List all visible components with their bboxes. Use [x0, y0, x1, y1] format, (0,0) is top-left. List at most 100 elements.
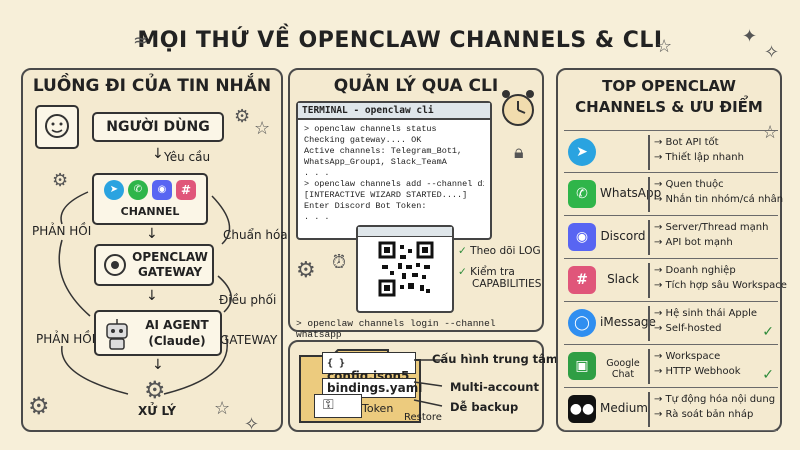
channel-row: # Slack → Doanh nghiệp→ Tích hợp sâu Works…: [564, 259, 787, 302]
row-divider: [648, 392, 650, 427]
user-avatar-icon: [35, 105, 79, 149]
star-icon: ✧: [764, 42, 780, 63]
message-flow-title: LUỒNG ĐI CỦA TIN NHẮN: [32, 76, 272, 96]
gear-icon: ⚙: [296, 258, 316, 283]
channel-advantages: → Server/Thread mạnh → API bot mạnh: [654, 220, 768, 250]
telegram-icon: ➤: [104, 180, 124, 200]
channel-row: ➤ → Bot API tốt → Thiết lập nhanh: [564, 130, 778, 173]
channel-row: ✆ WhatsApp→ Quen thuộc → Nhắn tin nhóm/cá …: [564, 173, 783, 216]
terminal-line: [INTERACTIVE WIZARD STARTED....]: [304, 190, 468, 200]
channel-advantages: → Tự động hóa nội dung→ Rà soát bản nháp: [654, 392, 775, 422]
advantage-item: → Tích hợp sâu Workspace: [654, 280, 787, 291]
terminal-window: TERMINAL - openclaw cli > openclaw chann…: [296, 101, 492, 240]
advantage-item: → HTTP Webhook: [654, 366, 741, 377]
alarm-clock-icon: [502, 90, 534, 126]
user-box: NGƯỜI DÙNG: [92, 112, 224, 142]
config-file: { } config.json5: [322, 352, 416, 383]
gateway-box: OPENCLAW GATEWAY: [94, 244, 214, 286]
terminal-line: > openclaw channels status: [304, 124, 437, 134]
sparkle-icon: ✦: [742, 26, 758, 47]
terminal-line: > openclaw channels add --channel discor…: [304, 179, 484, 189]
response-top-label: PHẢN HỒI: [32, 224, 92, 238]
channel-row: ●●Medium→ Tự động hóa nội dung→ Rà soát …: [564, 388, 778, 431]
arrow-down-icon: ↓: [152, 357, 164, 373]
channel-advantages: → Workspace → HTTP Webhook: [654, 349, 741, 379]
advantage-item: → Server/Thread mạnh: [654, 222, 769, 233]
channel-row: ▣ Google Chat → Workspace → HTTP Webhook ✓: [564, 345, 778, 388]
page-title: MỌI THỨ VỀ OPENCLAW CHANNELS & CLI: [137, 28, 663, 53]
alarm-clock-icon: ⏰︎: [332, 252, 347, 273]
advantage-item: → API bot mạnh: [654, 237, 733, 248]
multi-account-label: Multi-account: [450, 380, 539, 394]
terminal-line: . . .: [304, 168, 330, 178]
config-arrows: [413, 359, 443, 407]
slack-icon: #: [176, 180, 196, 200]
qr-window: [356, 225, 454, 313]
advantage-item: → Self-hosted: [654, 323, 722, 334]
row-divider: [648, 306, 650, 341]
flow-return-arrows: [58, 191, 232, 395]
advantage-item: → Rà soát bản nháp: [654, 409, 754, 420]
login-command: > openclaw channels login --channel what…: [296, 318, 496, 340]
check-capabilities-item: ✓ Kiểm tra CAPABILITIES: [458, 266, 542, 290]
channel-advantages: → Doanh nghiệp→ Tích hợp sâu Workspace: [654, 263, 787, 293]
medium-icon: ●●: [568, 395, 596, 423]
star-icon: ☆: [214, 398, 231, 419]
check-icon: ✓: [458, 245, 467, 257]
gear-icon: ⚙: [52, 170, 69, 191]
check-logs-item: ✓ Theo dõi LOG: [458, 245, 541, 257]
discord-icon: ◉: [568, 223, 596, 251]
google-chat-icon: ▣: [568, 352, 596, 380]
doodle-icon: ≈: [133, 30, 149, 51]
qr-code-icon: [378, 241, 434, 297]
robot-icon: [106, 319, 128, 350]
channel-name: iMessage: [600, 315, 656, 329]
process-label: XỬ LÝ: [138, 404, 176, 418]
ai-agent-box: AI AGENT (Claude): [94, 310, 222, 356]
row-divider: [648, 177, 650, 212]
process-gear-icon: ⚙: [144, 376, 166, 404]
request-label: Yêu cầu: [164, 150, 211, 164]
advantage-item: → Thiết lập nhanh: [654, 152, 744, 163]
star-icon: ✧: [244, 414, 260, 435]
row-divider: [648, 263, 650, 298]
channel-row: ◯iMessage→ Hệ sinh thái Apple→ Self-host…: [564, 302, 778, 345]
slack-icon: #: [568, 266, 596, 294]
row-divider: [648, 135, 650, 170]
telegram-icon: ➤: [568, 138, 596, 166]
channel-name: Google Chat: [606, 358, 640, 380]
advantage-item: → Bot API tốt: [654, 137, 719, 148]
gear-icon: ⚙: [28, 392, 50, 420]
advantage-item: → Hệ sinh thái Apple: [654, 308, 758, 319]
advantage-item: → Nhắn tin nhóm/cá nhân: [654, 194, 784, 205]
arrow-down-icon: ↓: [152, 146, 164, 162]
channel-name: Slack: [607, 272, 639, 286]
gateway-label: OPENCLAW GATEWAY: [132, 250, 208, 279]
advantage-item: → Workspace: [654, 351, 721, 362]
whatsapp-icon: ✆: [128, 180, 148, 200]
row-divider: [648, 220, 650, 255]
channel-name: Discord: [600, 229, 646, 243]
terminal-line: Active channels: Telegram_Bot1,: [304, 146, 463, 156]
terminal-line: Enter Discord Bot Token:: [304, 201, 427, 211]
channel-name: WhatsApp: [600, 186, 662, 200]
star-icon: ☆: [762, 122, 779, 143]
gear-icon: ⚙: [234, 106, 251, 127]
normalize-label: Chuẩn hóa: [223, 228, 288, 242]
terminal-title: TERMINAL - openclaw cli: [298, 103, 490, 120]
gateway-gear-icon: [104, 254, 126, 276]
discord-icon: ◉: [152, 180, 172, 200]
terminal-line: Checking gateway.... OK: [304, 135, 422, 145]
arrow-down-icon: ↓: [146, 226, 158, 242]
channel-label: CHANNEL: [120, 205, 180, 218]
whatsapp-icon: ✆: [568, 180, 596, 208]
star-icon: ☆: [254, 118, 271, 139]
check-icon: ✓: [762, 367, 774, 383]
lock-icon: 🔒︎: [514, 142, 524, 163]
row-divider: [648, 349, 650, 384]
key-icon: ⚿: [314, 394, 362, 418]
channel-advantages: → Bot API tốt → Thiết lập nhanh: [654, 135, 744, 165]
easy-backup-label: Dễ backup: [450, 400, 519, 414]
advantage-item: → Quen thuộc: [654, 179, 724, 190]
channel-box: ➤ ✆ ◉ # CHANNEL: [92, 173, 208, 225]
